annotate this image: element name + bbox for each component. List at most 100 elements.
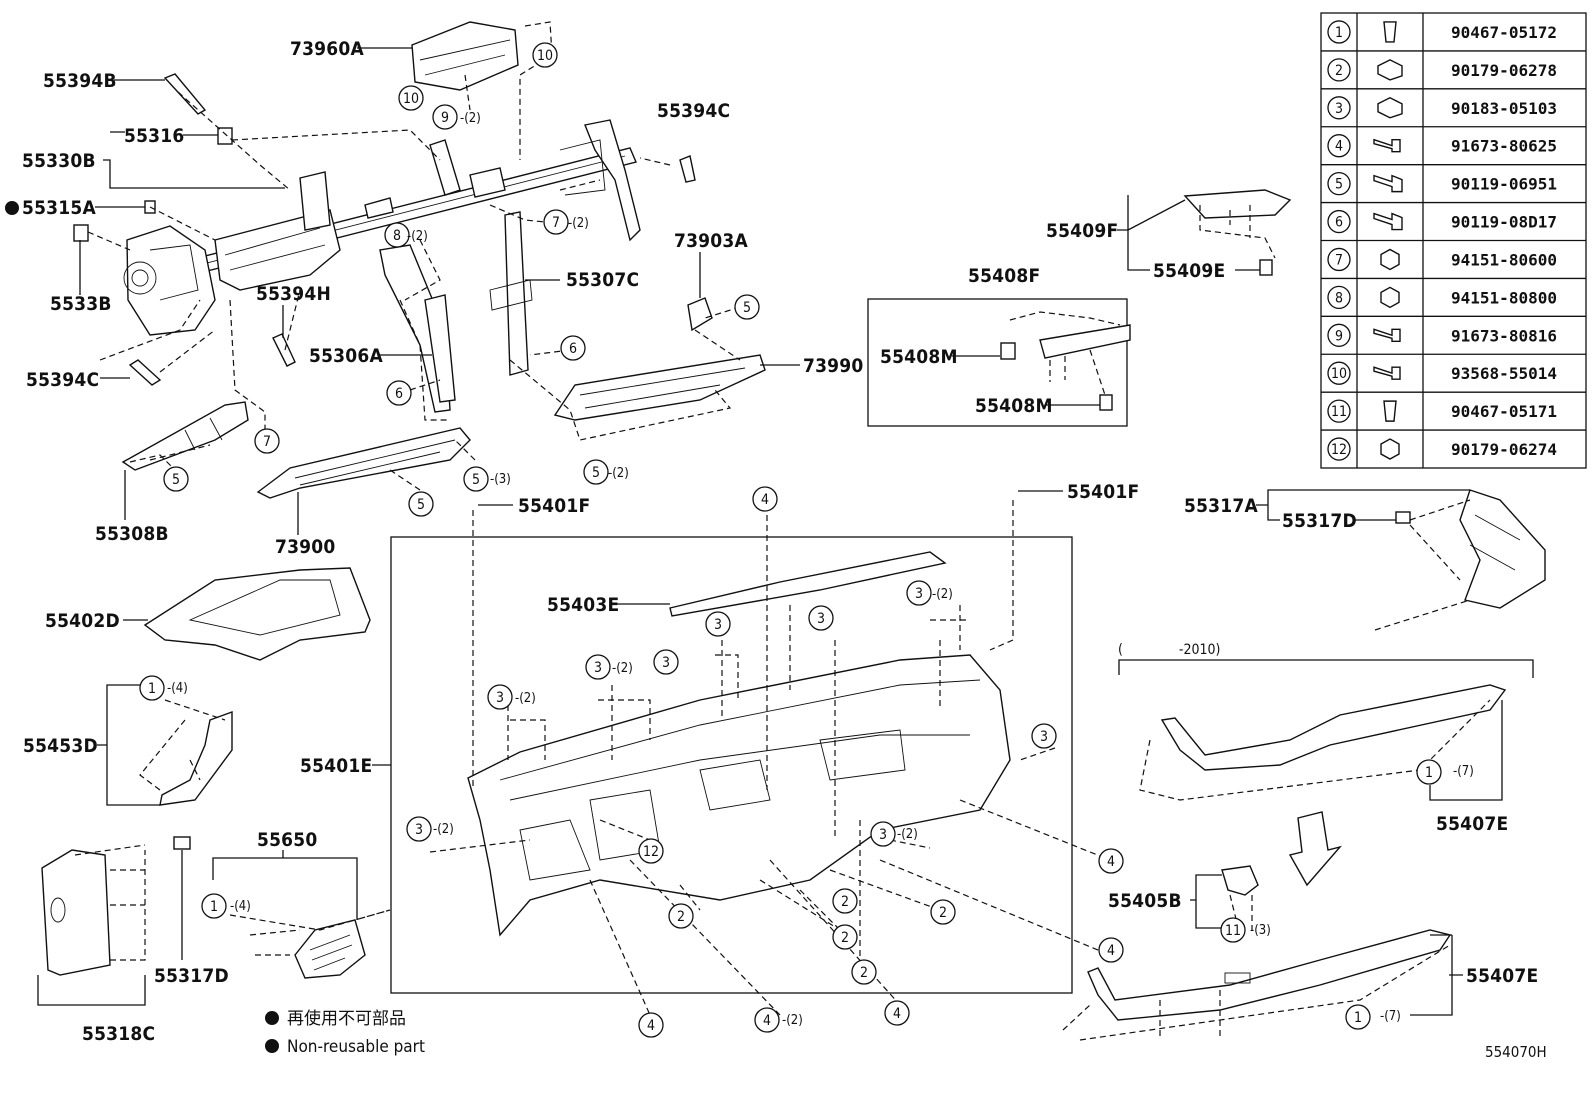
callout-number: 12 xyxy=(643,844,659,860)
qty-11: -(3) xyxy=(1250,923,1271,938)
table-part-number: 91673-80816 xyxy=(1451,326,1557,345)
qty-3b: -(2) xyxy=(612,661,633,676)
callout-c1c: 1 xyxy=(1416,759,1442,785)
callout-c5e: 5 xyxy=(583,459,609,485)
qty-1d: -(7) xyxy=(1380,1009,1401,1024)
glovebox-55409F xyxy=(1183,189,1292,276)
table-part-number: 90119-08D17 xyxy=(1451,213,1557,232)
table-row-number: 4 xyxy=(1335,139,1343,155)
clip-icon xyxy=(1383,21,1397,43)
label-73960A: 73960A xyxy=(290,38,364,60)
callout-c3e: 3 xyxy=(653,649,679,675)
label-55318C: 55318C xyxy=(82,1023,155,1045)
callout-c12: 12 xyxy=(638,838,664,864)
qty-3d: -(2) xyxy=(433,822,454,837)
callout-c4b: 4 xyxy=(1098,937,1124,963)
label-55317D-right: 55317D xyxy=(1282,510,1357,532)
callout-number: 3 xyxy=(915,586,923,602)
callout-number: 4 xyxy=(647,1018,655,1034)
callout-number: 10 xyxy=(537,48,553,64)
callout-number: 3 xyxy=(594,660,602,676)
callout-number: 7 xyxy=(552,215,560,231)
screw-icon xyxy=(1373,138,1401,153)
table-row-number-circle xyxy=(1327,134,1351,158)
callout-number: 4 xyxy=(761,492,769,508)
label-55316: 55316 xyxy=(124,125,184,147)
knee-airbag-73990 xyxy=(553,354,766,421)
callout-c6b: 6 xyxy=(386,380,412,406)
table-row-number-circle xyxy=(1327,323,1351,347)
table-row-number: 11 xyxy=(1331,404,1347,420)
callout-number: 8 xyxy=(393,228,401,244)
callout-number: 1 xyxy=(1354,1010,1362,1026)
table-row: 4 91673-80625 xyxy=(1327,134,1557,158)
table-part-number: 91673-80625 xyxy=(1451,137,1557,156)
callout-c3h: 3 xyxy=(406,816,432,842)
table-row-number-circle xyxy=(1327,20,1351,44)
label-55650: 55650 xyxy=(257,829,317,851)
part-labels: 73960A 55394B 55394C 55316 55330B 55315A… xyxy=(22,38,1538,1045)
callout-c1a: 1 xyxy=(139,675,165,701)
callout-number: 3 xyxy=(714,617,722,633)
qty-3c: -(2) xyxy=(515,691,536,706)
table-part-number: 94151-80800 xyxy=(1451,288,1557,307)
label-55408M-b: 55408M xyxy=(975,395,1053,417)
callout-c8: 8 xyxy=(384,222,410,248)
screw-icon xyxy=(1373,328,1401,342)
label-73900: 73900 xyxy=(275,536,335,558)
callout-c4c: 4 xyxy=(638,1012,664,1038)
table-row-number-circle xyxy=(1327,361,1351,385)
callout-number: 3 xyxy=(662,655,670,671)
nut-icon xyxy=(1380,438,1400,460)
callout-c2e: 2 xyxy=(851,959,877,985)
table-part-number: 90467-05171 xyxy=(1451,402,1557,421)
callout-number: 5 xyxy=(743,300,751,316)
clip-55317D-left xyxy=(173,836,191,850)
callout-c4d: 4 xyxy=(754,1007,780,1033)
diagram-code: 554070H xyxy=(1485,1043,1547,1061)
callout-c6a: 6 xyxy=(560,335,586,361)
label-55394C-low: 55394C xyxy=(26,369,99,391)
bolt-icon xyxy=(1373,212,1403,231)
label-55308B: 55308B xyxy=(95,523,169,545)
callout-c2c: 2 xyxy=(832,924,858,950)
callout-number: 3 xyxy=(817,611,825,627)
quantity-labels: -(2) -(2) -(2) -(3) -(2) -(2) -(2) -(2) … xyxy=(167,111,1474,1028)
label-55317A: 55317A xyxy=(1184,495,1258,517)
knee-airbag-73900 xyxy=(256,427,471,499)
callout-number: 1 xyxy=(1425,765,1433,781)
callout-number: 4 xyxy=(763,1013,771,1029)
callout-c4top: 4 xyxy=(752,486,778,512)
callout-c2d: 2 xyxy=(930,899,956,925)
callout-c11: 11 xyxy=(1220,917,1246,943)
callout-number: 3 xyxy=(1040,729,1048,745)
legend-dot-icon xyxy=(265,1011,279,1025)
panel-55407E-lower xyxy=(1087,929,1452,1021)
callout-number: 4 xyxy=(893,1006,901,1022)
callout-number: 2 xyxy=(677,909,685,925)
nut-icon xyxy=(1380,248,1400,271)
legend-en: Non-reusable part xyxy=(287,1037,425,1057)
callout-c5c: 5 xyxy=(408,491,434,517)
label-73990: 73990 xyxy=(803,355,863,377)
callout-number: 2 xyxy=(841,894,849,910)
callout-c7a: 7 xyxy=(543,209,569,235)
callout-number: 3 xyxy=(879,827,887,843)
panel-55318C xyxy=(41,849,111,976)
callout-c3g: 3 xyxy=(1031,723,1057,749)
qty-3e: -(2) xyxy=(897,827,918,842)
table-part-number: 90179-06278 xyxy=(1451,61,1557,80)
callout-number: 2 xyxy=(860,965,868,981)
callout-c1b: 1 xyxy=(201,893,227,919)
nut-clip-icon xyxy=(1377,97,1403,119)
